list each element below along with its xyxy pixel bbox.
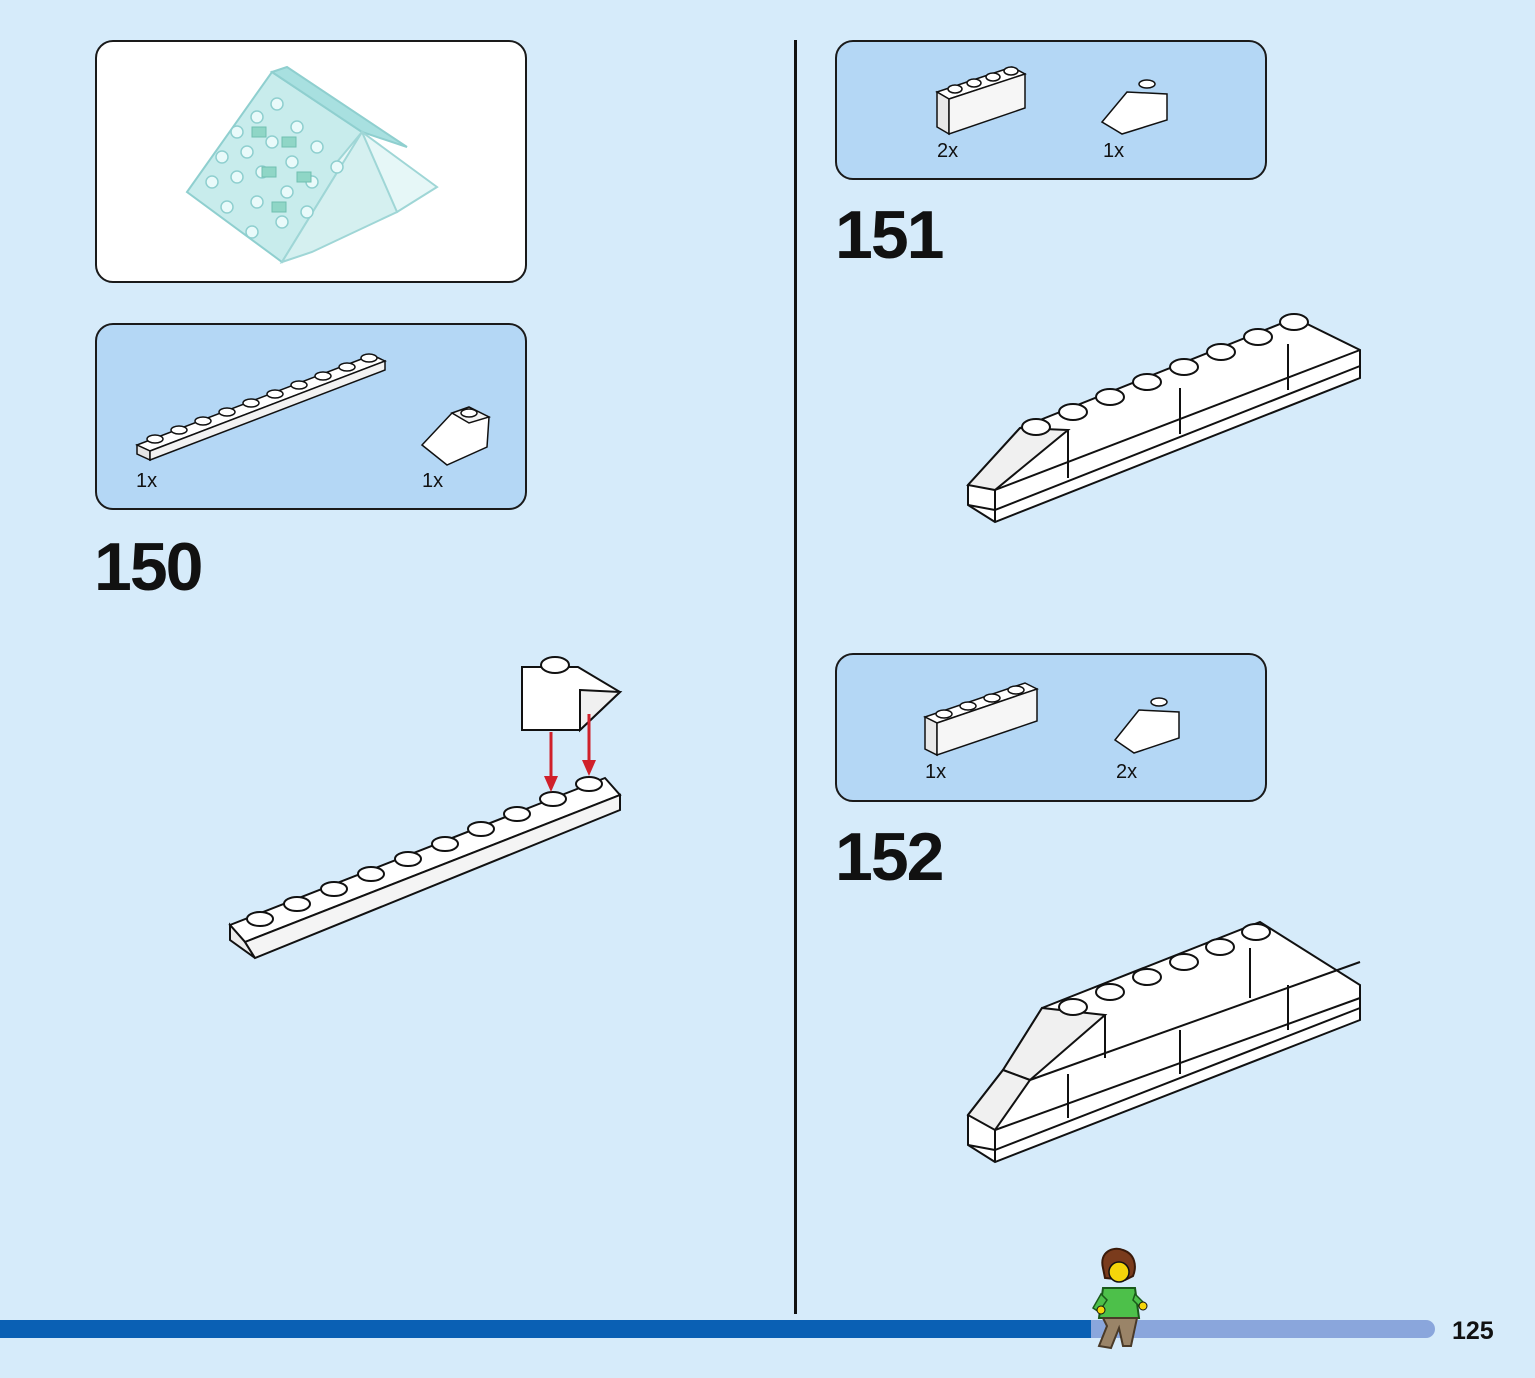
parts-150-graphics [135, 353, 492, 466]
brick-1x4-part [935, 66, 1027, 136]
step-number-151: 151 [835, 197, 944, 273]
slope-1x2-part [1100, 79, 1168, 135]
brick-1x4-part [923, 682, 1039, 757]
parts-list-151: 2x 1x [835, 40, 1267, 180]
slope-1x2-part [420, 406, 492, 466]
step-number-152: 152 [835, 819, 944, 895]
parts-list-150: 1x 1x [95, 323, 527, 510]
part-quantity: 1x [1103, 140, 1125, 162]
build-progress-bar [0, 1320, 1435, 1338]
page-number: 125 [1452, 1317, 1494, 1345]
part-quantity: 2x [1116, 761, 1138, 783]
part-quantity: 1x [136, 470, 158, 492]
parts-151-graphics [935, 66, 1168, 136]
build-progress-fill [0, 1320, 1091, 1338]
part-quantity: 2x [937, 140, 959, 162]
context-view-panel [95, 40, 527, 283]
column-divider [794, 40, 797, 1314]
roof-assembly-preview-image [185, 65, 439, 264]
slope-1x2-part [1113, 697, 1180, 754]
part-quantity: 1x [925, 761, 947, 783]
parts-list-152: 1x 2x [835, 653, 1267, 802]
part-quantity: 1x [422, 470, 444, 492]
plate-1x10-part [135, 353, 387, 462]
parts-152-graphics [923, 682, 1180, 757]
step-number-150: 150 [94, 529, 203, 605]
